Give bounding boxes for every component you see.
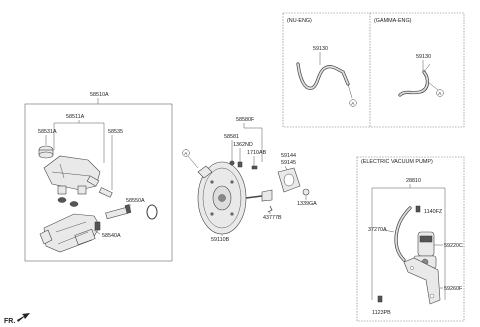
clip-43777B xyxy=(267,205,273,213)
bolt-1123PB xyxy=(377,295,383,303)
leader-a-booster xyxy=(187,155,199,169)
gamma-eng-label: (GAMMA-ENG) xyxy=(374,18,412,24)
part-28810-label: 28810 xyxy=(406,178,421,184)
part-59144-label: 59144 xyxy=(281,153,296,159)
evp-frame xyxy=(356,156,465,322)
part-1710AB-label: 1710AB xyxy=(247,150,267,156)
leader-58511A xyxy=(53,120,105,163)
ref-a-booster-text: A xyxy=(184,151,188,156)
part-59110B-label: 59110B xyxy=(211,237,230,243)
leader-58540A xyxy=(93,229,101,235)
push-rod-seal xyxy=(105,204,158,220)
reservoir-cap xyxy=(38,145,54,159)
clevis-pin xyxy=(229,160,235,166)
part-59220C-label: 59220C xyxy=(444,243,463,249)
engine-variant-frame xyxy=(282,12,465,128)
part-59130-gamma-label: 59130 xyxy=(416,54,431,60)
level-sensor xyxy=(86,175,113,198)
leaders-58581-group xyxy=(231,140,255,166)
part-43777B-label: 43777B xyxy=(263,215,282,221)
part-58580F-label: 58580F xyxy=(236,117,255,123)
booster-gasket xyxy=(277,167,301,193)
part-1339GA-label: 1339GA xyxy=(297,201,317,207)
ref-a-gamma-text: A xyxy=(438,91,442,96)
master-cylinder-body xyxy=(39,213,101,253)
part-58510A-label: 58510A xyxy=(90,92,109,98)
master-cylinder-panel: 58510A 58511A 58531A 58535 xyxy=(24,92,173,262)
pump-bracket xyxy=(403,257,441,305)
part-1140FZ-label: 1140FZ xyxy=(424,209,443,215)
bolt-1140FZ xyxy=(415,205,421,213)
leader-58580F xyxy=(243,123,263,162)
part-59260F-label: 59260F xyxy=(444,286,463,292)
front-direction-indicator: FR. xyxy=(4,313,30,325)
part-59130-nu-label: 59130 xyxy=(313,46,328,52)
evp-label: (ELECTRIC VACUUM PUMP) xyxy=(361,159,433,165)
grommets xyxy=(57,197,79,207)
fr-label: FR. xyxy=(4,318,15,325)
part-58540A-label: 58540A xyxy=(102,233,121,239)
part-58535-label: 58535 xyxy=(108,129,123,135)
part-59145-label: 59145 xyxy=(281,160,296,166)
part-1123PB-label: 1123PB xyxy=(372,310,391,316)
part-58581-label: 58581 xyxy=(224,134,239,140)
engine-variant-panel: (NU-ENG) (GAMMA-ENG) 59130 A 59130 A xyxy=(282,12,465,128)
vacuum-hose-nu xyxy=(296,62,353,99)
ref-a-circle-booster xyxy=(182,149,190,157)
ref-a-circle-gamma xyxy=(436,89,444,97)
bolt-1362ND xyxy=(237,161,243,168)
part-37270A-label: 37270A xyxy=(368,227,387,233)
part-58511A-label: 58511A xyxy=(66,114,85,120)
ref-a-circle-nu xyxy=(349,99,357,107)
master-cylinder-frame xyxy=(24,103,173,262)
part-1362ND-label: 1362ND xyxy=(233,142,253,148)
washer-1339GA xyxy=(302,188,310,196)
check-valve xyxy=(197,165,213,179)
electric-vacuum-pump-panel: (ELECTRIC VACUUM PUMP) 28810 1140FZ 3727… xyxy=(356,156,465,322)
nut-1710AB xyxy=(251,165,258,170)
front-arrow-icon xyxy=(17,313,30,322)
part-58550A-label: 58550A xyxy=(126,198,145,204)
leader-28810 xyxy=(371,184,446,300)
booster-assembly: A 59110B 58580F 58581 1362ND 1710AB 5914… xyxy=(182,117,317,243)
vacuum-pump xyxy=(413,231,437,269)
part-58531A-label: 58531A xyxy=(38,129,57,135)
leader-37270A xyxy=(383,229,395,233)
brake-reservoir xyxy=(43,155,101,195)
ref-a-nu-text: A xyxy=(351,101,355,106)
vacuum-hose-gamma xyxy=(398,63,439,97)
nu-eng-label: (NU-ENG) xyxy=(287,18,312,24)
